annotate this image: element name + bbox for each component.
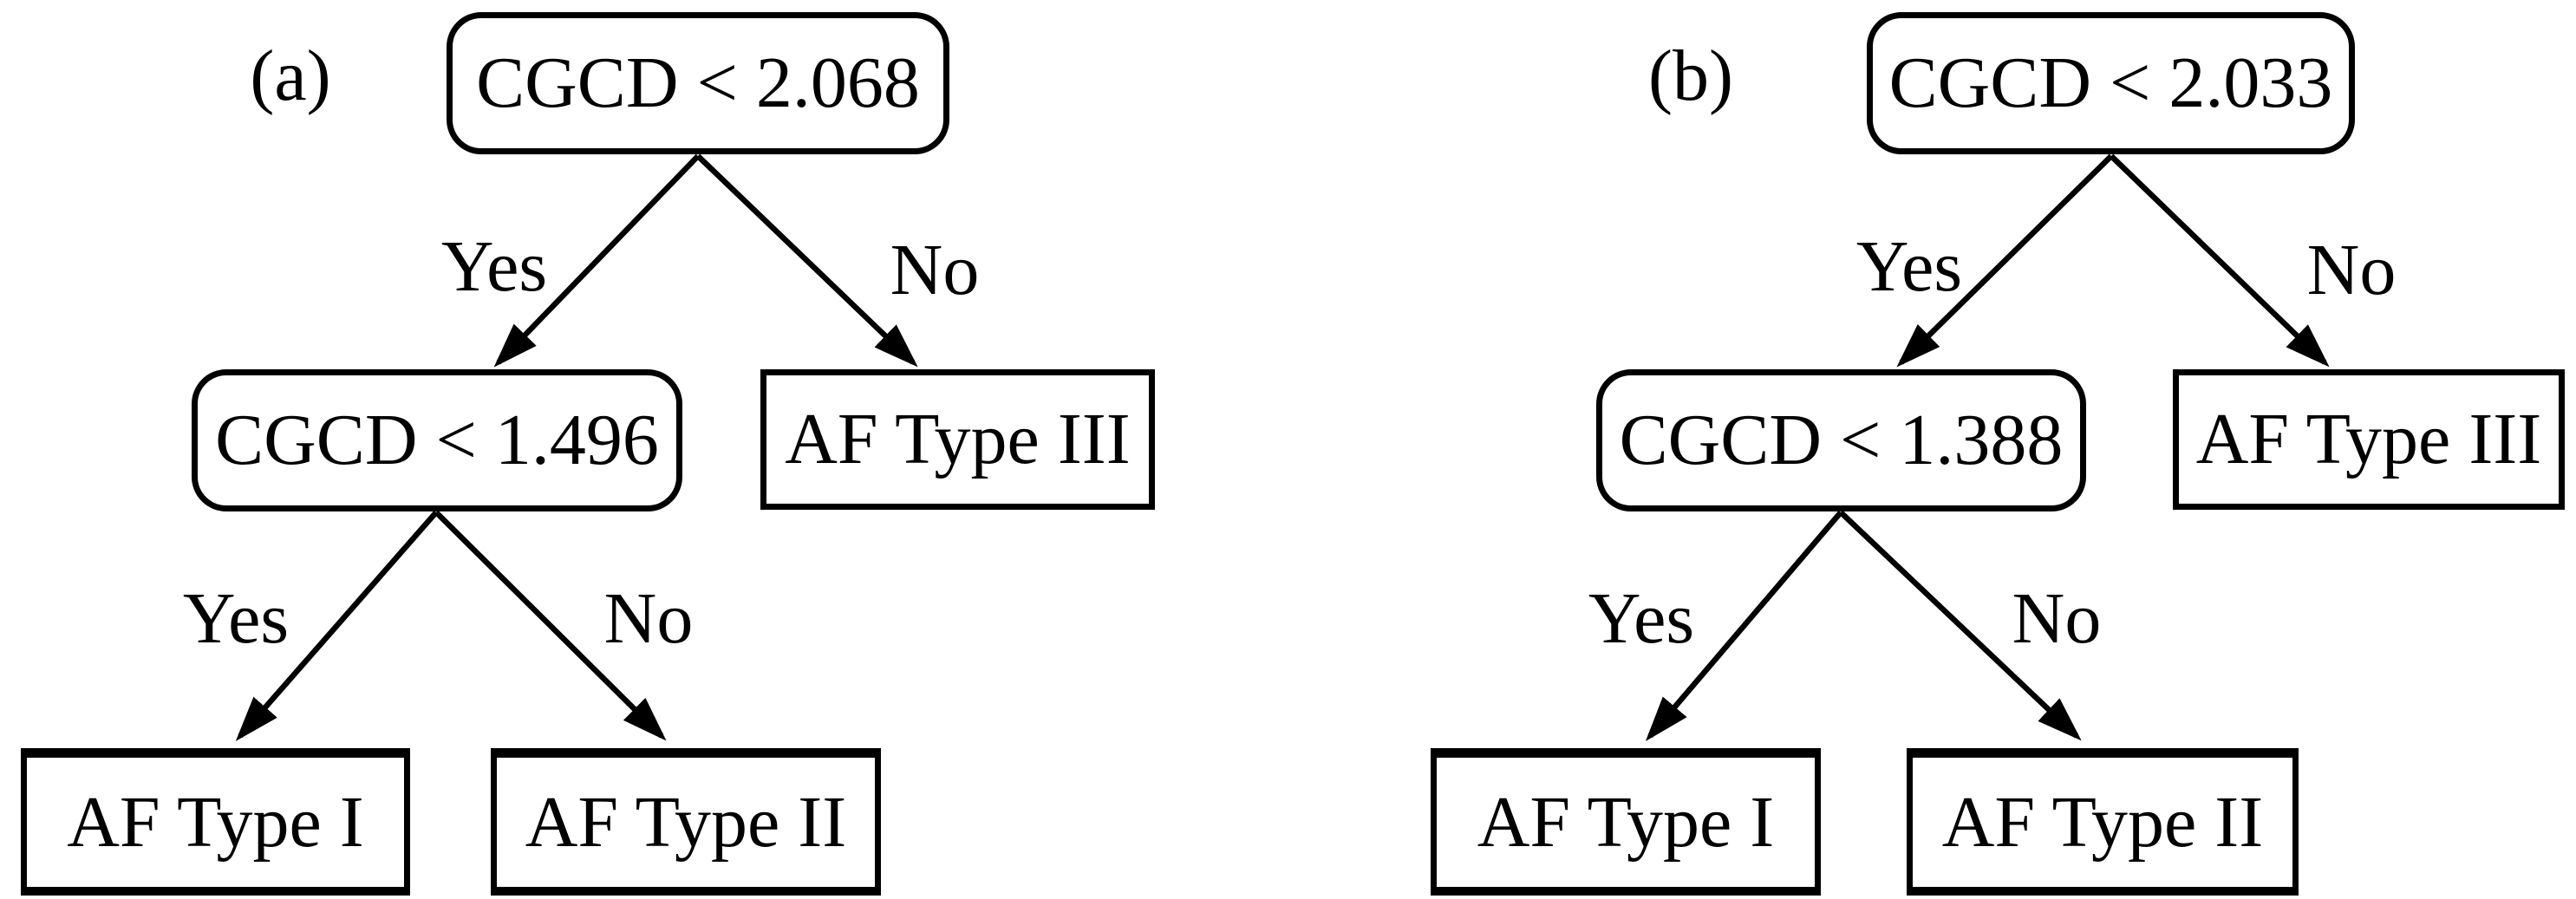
tree-b-edge-internal-no	[1838, 510, 2082, 741]
tree-a-root-node: CGCD < 2.068	[447, 12, 949, 154]
tree-a-edge-root-yes	[493, 153, 701, 368]
tree-b-edge-internal-yes	[1645, 510, 1843, 741]
tree-a-edge-internal-yes	[235, 510, 439, 741]
tree-a-leaf-type-i: AF Type I	[21, 748, 410, 896]
tree-a-internal-yes-label: Yes	[182, 578, 290, 659]
tree-a-root-no-label: No	[890, 230, 980, 310]
tree-a-internal-node: CGCD < 1.496	[192, 369, 682, 511]
tree-b-root-node: CGCD < 2.033	[1867, 12, 2355, 154]
tree-a-root-yes-label: Yes	[440, 226, 548, 307]
panel-b-caption: (b)	[1648, 36, 1733, 116]
tree-b-leaf-type-ii: AF Type II	[1907, 748, 2299, 896]
tree-b-leaf-type-i: AF Type I	[1431, 748, 1821, 896]
tree-a-edge-internal-no	[434, 510, 667, 741]
tree-b-internal-node: CGCD < 1.388	[1596, 369, 2086, 511]
tree-b-root-no-label: No	[2306, 230, 2397, 310]
tree-b-leaf-type-iii: AF Type III	[2173, 369, 2565, 510]
tree-b-edge-root-yes	[1896, 153, 2114, 368]
tree-b-internal-yes-label: Yes	[1588, 578, 1695, 659]
tree-a-leaf-type-iii: AF Type III	[760, 369, 1155, 510]
tree-b-edge-root-no	[2109, 153, 2330, 368]
tree-a-edge-root-no	[695, 153, 918, 368]
tree-b-root-yes-label: Yes	[1855, 226, 1963, 307]
tree-a-internal-no-label: No	[603, 578, 694, 659]
tree-b-internal-no-label: No	[2012, 578, 2102, 659]
panel-a-caption: (a)	[250, 36, 331, 116]
tree-a-leaf-type-ii: AF Type II	[491, 748, 881, 896]
